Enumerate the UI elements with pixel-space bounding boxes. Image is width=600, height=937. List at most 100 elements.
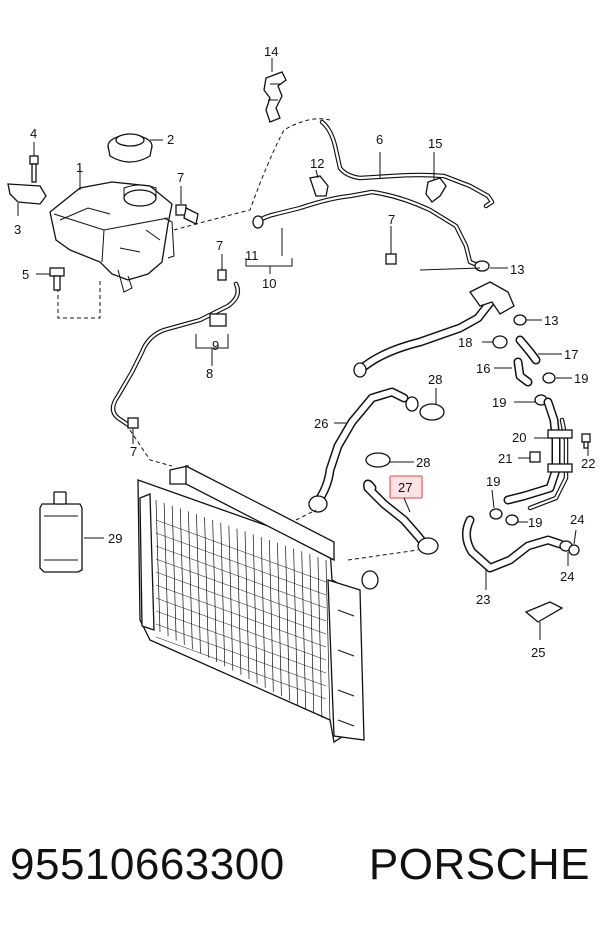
part-19-clamp-d <box>505 514 519 526</box>
callout-7c: 7 <box>130 444 137 459</box>
part-1-expansion-tank <box>49 181 175 293</box>
part-7-clip-a <box>175 204 199 225</box>
part-4-bolt <box>29 155 39 183</box>
callout-9: 9 <box>212 338 219 353</box>
part-14-bracket <box>263 71 287 123</box>
callout-29: 29 <box>108 531 122 546</box>
callout-28a: 28 <box>428 372 442 387</box>
part-28-clamp-a <box>405 396 445 421</box>
part-2-cap <box>107 133 153 163</box>
radiator-fin-line <box>204 517 209 658</box>
radiator-tube-line <box>155 584 327 648</box>
callout-26: 26 <box>314 416 328 431</box>
part-21-clip <box>529 451 541 463</box>
callout-7d: 7 <box>388 212 395 227</box>
radiator-fin-line <box>220 522 226 667</box>
part-28-clamp-b <box>365 452 391 468</box>
brand-name: PORSCHE <box>368 840 590 889</box>
part-3-bracket <box>7 183 47 205</box>
callout-28b: 28 <box>416 455 430 470</box>
part-7-clip-b <box>217 269 227 281</box>
part-13-clamp-a <box>474 260 490 272</box>
part-7-clip-d <box>385 253 397 265</box>
part-7-clip-c <box>127 417 139 429</box>
radiator-fin-line <box>196 514 201 654</box>
callout-25: 25 <box>531 645 545 660</box>
radiator-fin-line <box>212 519 218 663</box>
callout-8: 8 <box>206 366 213 381</box>
part-25-gasket <box>524 601 564 623</box>
radiator-tube-line <box>155 623 327 687</box>
part-9-clip <box>209 313 227 327</box>
radiator-tube-line <box>155 610 327 674</box>
part-24-clamp-b <box>568 544 580 556</box>
part-19-clamp-c <box>489 508 503 520</box>
radiator-fin-line <box>325 559 331 723</box>
callout-5: 5 <box>22 267 29 282</box>
radiator-fin-line <box>155 499 161 633</box>
part-11-clamp <box>252 215 264 229</box>
callout-4: 4 <box>30 126 37 141</box>
part-22-bolt <box>581 433 591 449</box>
callout-17: 17 <box>564 347 578 362</box>
callout-10: 10 <box>262 276 276 291</box>
part-27-clamp <box>417 537 439 555</box>
callout-1: 1 <box>76 160 83 175</box>
coolant-system-diagram: 14 2 4 6 15 1 12 7 3 7 7 11 13 5 10 13 1… <box>7 44 595 744</box>
part-27-highlight-box <box>389 475 423 499</box>
callout-24a: 24 <box>570 512 584 527</box>
radiator-fin-line <box>317 557 323 718</box>
callout-12: 12 <box>310 156 324 171</box>
callout-18: 18 <box>458 335 472 350</box>
radiator-fin-line <box>301 551 307 710</box>
callout-22: 22 <box>581 456 595 471</box>
callout-7b: 7 <box>216 238 223 253</box>
callout-19a: 19 <box>574 371 588 386</box>
callout-21: 21 <box>498 451 512 466</box>
part-29-coolant-bottle <box>39 491 83 573</box>
radiator-fin-line <box>228 525 234 671</box>
part-13-clamp-b <box>513 314 527 326</box>
callout-19d: 19 <box>528 515 542 530</box>
radiator-fin-line <box>163 502 169 637</box>
radiator-tube-line <box>155 558 327 622</box>
part-19-clamp-a <box>542 372 556 384</box>
radiator-tube-line <box>155 532 327 596</box>
radiator-tube-line <box>155 571 327 635</box>
part-20-pipe-bracket <box>547 429 573 473</box>
callout-7a: 7 <box>177 170 184 185</box>
part-5-bolt <box>49 267 65 291</box>
callout-16: 16 <box>476 361 490 376</box>
radiator-fin-line <box>277 542 282 697</box>
callout-19c: 19 <box>486 474 500 489</box>
callout-3: 3 <box>14 222 21 237</box>
callout-13a: 13 <box>510 262 524 277</box>
callout-23: 23 <box>476 592 490 607</box>
radiator-fin-line <box>236 528 242 675</box>
radiator-fin-line <box>252 534 258 684</box>
radiator-fin-line <box>293 548 298 705</box>
callout-24b: 24 <box>560 569 574 584</box>
part-18-clamp <box>492 335 508 349</box>
radiator-fin-line <box>285 545 290 701</box>
radiator-fin-line <box>188 511 193 650</box>
footer: 95510663300 PORSCHE <box>10 830 590 900</box>
callout-15: 15 <box>428 136 442 151</box>
callout-20: 20 <box>512 430 526 445</box>
t-junction <box>469 281 515 315</box>
radiator-side-tank <box>327 570 379 741</box>
radiator-fin-line <box>260 537 266 688</box>
radiator-fin-line <box>309 554 315 714</box>
radiator-fin-line <box>179 508 185 645</box>
radiator-tube-line <box>155 519 327 583</box>
callout-2: 2 <box>167 132 174 147</box>
callout-14: 14 <box>264 44 278 59</box>
radiator-tube-line <box>155 545 327 609</box>
part-15-bracket <box>425 177 447 203</box>
radiator-tube-line <box>155 597 327 661</box>
part-12-connector <box>309 175 329 197</box>
radiator-tube-line <box>155 636 327 700</box>
callout-13b: 13 <box>544 313 558 328</box>
callout-6: 6 <box>376 132 383 147</box>
callout-27: 27 <box>398 480 412 495</box>
